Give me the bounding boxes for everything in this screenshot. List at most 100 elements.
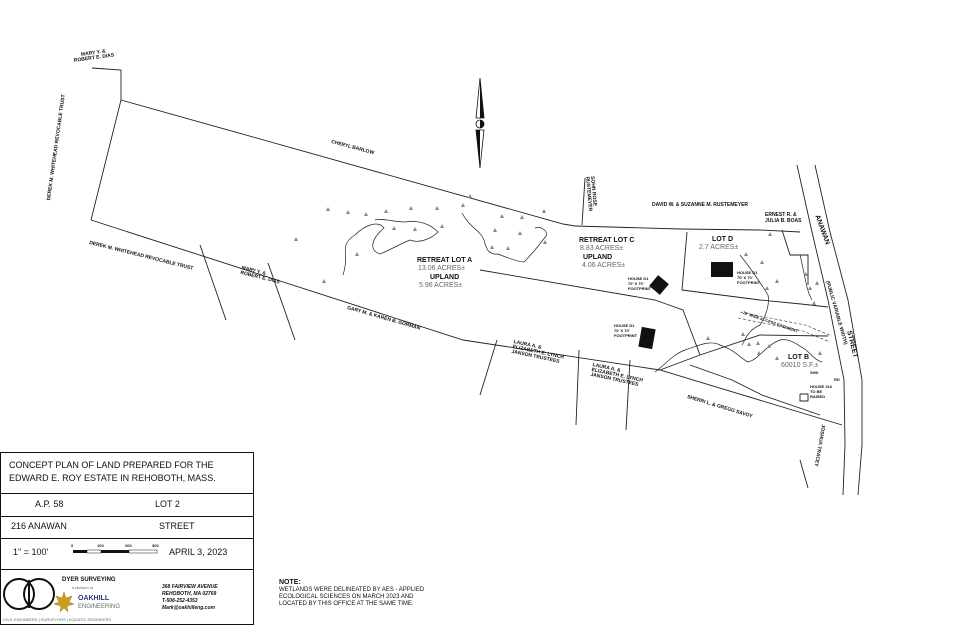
house-footprint-lot-a: [638, 326, 656, 350]
house-label-line: FOOTPRINT: [737, 280, 761, 285]
tuft: [818, 351, 822, 355]
abutter-line-10: [799, 459, 809, 489]
tuft: [409, 206, 413, 210]
note-line-2: ECOLOGICAL SCIENCES ON MARCH 2023 AND: [279, 594, 414, 600]
tuft: [490, 245, 494, 249]
firm-phone: T-508-252-4353: [162, 598, 198, 604]
lot-c-upland: 4.06 ACRES±: [582, 262, 626, 269]
abutter-line-7: [581, 177, 586, 226]
tuft: [346, 210, 350, 214]
tuft: [775, 279, 779, 283]
lot-a-upland-label: UPLAND: [430, 274, 460, 281]
tuft: [435, 206, 439, 210]
lot-c-name: RETREAT LOT C: [579, 237, 635, 244]
street-number: 216 ANAWAN: [11, 521, 67, 531]
parcel-row: A.P. 58 LOT 2: [1, 493, 253, 517]
tuft: [808, 286, 812, 290]
scale-row: 1" = 100' 0 100 200 300 APRIL 3, 2023: [1, 538, 253, 570]
tuft: [706, 336, 710, 340]
tuft: [775, 356, 779, 360]
address-row: 216 ANAWAN STREET: [1, 516, 253, 539]
logo-ring-1: [3, 578, 35, 610]
wetland-note: NOTE: WETLANDS WERE DELINEATED BY AES - …: [279, 578, 424, 608]
scale-bar: [73, 549, 158, 554]
abutter-line: JULIA B. BOAS: [765, 218, 802, 224]
wetland-c: [654, 339, 823, 373]
abutter-sohn: SOHN ROSE RUSTEMEYER: [584, 176, 598, 212]
tuft: [767, 344, 771, 348]
tuft: [413, 227, 417, 231]
house-label-lot-d: HOUSE D1 70' X 70' FOOTPRINT: [737, 270, 760, 285]
tuft: [812, 301, 816, 305]
tuft: [493, 228, 497, 232]
abutter-ernest: ERNEST R. & JULIA B. BOAS: [765, 212, 801, 224]
wetland-a: [342, 219, 439, 276]
anawan-street-lines: [796, 164, 863, 496]
lot-c-east-line: [681, 231, 688, 291]
house-label-line: 70' X 70': [737, 275, 753, 280]
scale-bar-seg-2: [86, 549, 102, 554]
tuft: [355, 252, 359, 256]
south-boundary: [90, 219, 843, 426]
scale-bar-seg-4: [128, 549, 158, 554]
north-arrow-center-fill: [480, 120, 484, 128]
abutter-line-9: [689, 364, 821, 416]
street-name: STREET: [159, 521, 195, 531]
lot-b-area: 60010 S.F.±: [781, 362, 819, 369]
house-label-line: RAISED: [810, 394, 826, 399]
scale-tick-300: 300: [152, 543, 159, 548]
title-row: CONCEPT PLAN OF LAND PREPARED FOR THE ED…: [1, 453, 253, 494]
wetland-lines: [342, 212, 823, 373]
tuft: [440, 224, 444, 228]
scale-tick-200: 200: [125, 543, 132, 548]
abutter-david: DAVID W. & SUZANNE M. RUSTEMEYER: [652, 202, 749, 208]
firm-email[interactable]: Mark@oakhilleng.com: [162, 605, 215, 611]
partner-name: OAKHILL: [78, 595, 110, 602]
lot-d-area: 2.7 ACRES±: [699, 244, 739, 251]
dyer-logo-mark: [3, 578, 55, 610]
firm-division: a division of: [72, 585, 94, 590]
abutter-line-6: [625, 359, 631, 431]
easement-line-1: [739, 311, 833, 337]
plan-date: APRIL 3, 2023: [169, 547, 228, 557]
tuft: [543, 240, 547, 244]
tuft: [804, 272, 808, 276]
house-label-line: HOUSE D1: [614, 323, 635, 328]
maple-leaf-icon: [53, 591, 75, 613]
note-heading: NOTE:: [279, 579, 301, 586]
lot-c-lot-a-line: [479, 269, 701, 356]
tuft: [815, 281, 819, 285]
firm-address-1: 368 FAIRVIEW AVENUE: [162, 584, 218, 590]
scale-bar-seg-3: [101, 550, 129, 553]
scale-tick-100: 100: [97, 543, 104, 548]
title-line-1: CONCEPT PLAN OF LAND PREPARED FOR THE: [9, 460, 214, 470]
tuft: [765, 286, 769, 290]
tuft: [760, 260, 764, 264]
north-arrow: [475, 77, 485, 169]
abutter-line-1: [91, 67, 122, 100]
access-easement-lines: [737, 311, 833, 343]
abutter-line: ERNEST R. &: [765, 212, 797, 218]
tuft: [747, 342, 751, 346]
tuft: [506, 246, 510, 250]
lot-d-south-line: [681, 289, 829, 308]
tuft: [326, 207, 330, 211]
house-label-line: 70' X 70': [614, 328, 630, 333]
dyer-logo: [2, 576, 58, 616]
tuft: [364, 212, 368, 216]
tuft: [461, 203, 465, 207]
tuft: [520, 215, 524, 219]
tuft: [500, 214, 504, 218]
wetland-d: [739, 254, 769, 346]
house-label-lot-c: HOUSE D1 70' X 70' FOOTPRINT: [628, 276, 651, 291]
partner-sub: ENGINEERING: [78, 604, 121, 610]
abutter-line-3: [267, 262, 296, 341]
firm-address-2: REHOBOTH, MA 02769: [162, 591, 217, 597]
house-label-line: FOOTPRINT: [628, 286, 652, 291]
shd-label: SHD: [810, 370, 819, 375]
rd-label: RD: [834, 377, 840, 382]
lot-a-name: RETREAT LOT A: [417, 257, 473, 264]
street-west-edge: [796, 164, 846, 496]
